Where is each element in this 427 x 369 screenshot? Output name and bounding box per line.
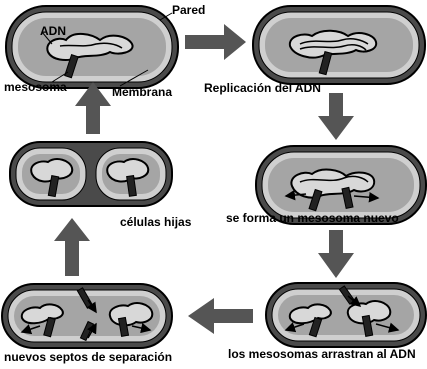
cycle-arrow-left-icon bbox=[188, 298, 253, 334]
label-pared: Pared bbox=[172, 4, 205, 16]
label-nuevo-mesosoma: se forma un mesosoma nuevo bbox=[226, 212, 399, 224]
label-membrana: Membrana bbox=[112, 86, 172, 98]
dna-icon-right bbox=[110, 303, 152, 325]
label-septos: nuevos septos de separación bbox=[4, 351, 172, 363]
label-adn: ADN bbox=[40, 25, 66, 37]
cycle-arrow-up-1-icon bbox=[54, 218, 90, 276]
cell-stage-2 bbox=[253, 6, 425, 84]
cell-stage-4 bbox=[266, 283, 426, 347]
cell-stage-5 bbox=[2, 284, 172, 348]
cell-stage-1 bbox=[6, 6, 178, 88]
cycle-arrow-right-icon bbox=[185, 24, 246, 60]
cell-stage-6 bbox=[10, 142, 172, 206]
cycle-arrow-down-2-icon bbox=[318, 230, 354, 278]
label-mesosoma: mesosoma bbox=[4, 81, 67, 93]
label-replicacion: Replicación del ADN bbox=[204, 82, 321, 94]
label-hijas: células hijas bbox=[120, 216, 191, 228]
cycle-arrow-down-1-icon bbox=[318, 93, 354, 140]
label-arrastran: los mesosomas arrastran al ADN bbox=[228, 348, 416, 360]
cycle-arrow-up-2-icon bbox=[75, 82, 111, 134]
